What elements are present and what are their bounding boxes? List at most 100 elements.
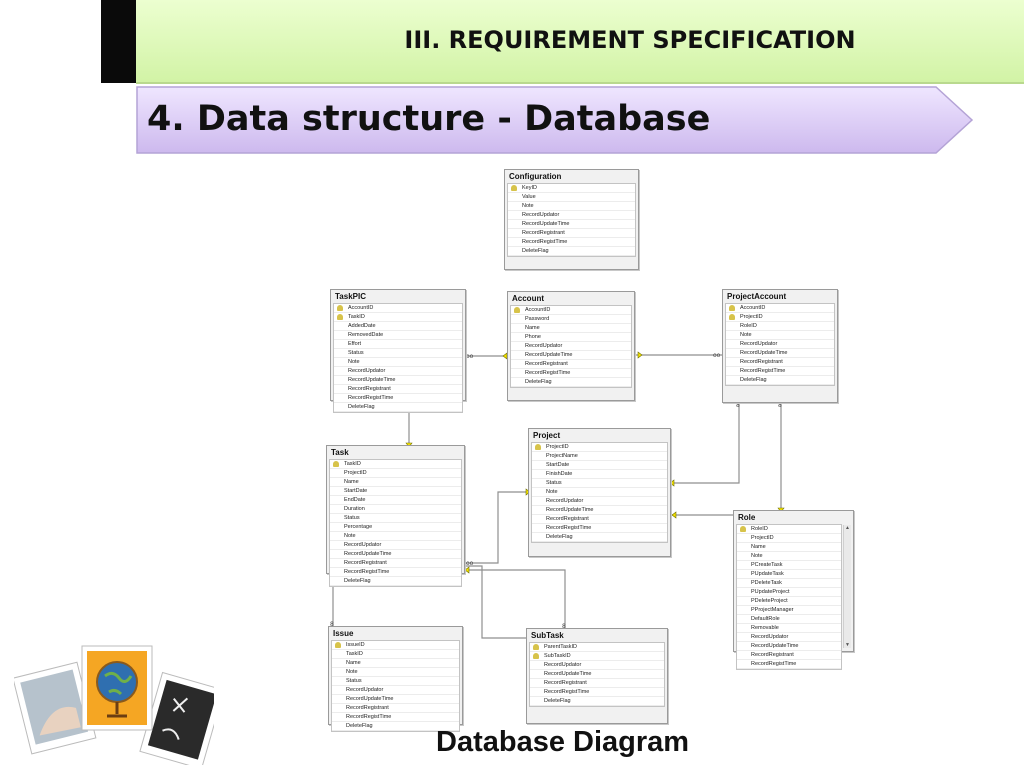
column-row[interactable]: DeleteFlag bbox=[532, 533, 667, 542]
column-row[interactable]: RecordRegistrant bbox=[726, 358, 834, 367]
column-row[interactable]: Note bbox=[532, 488, 667, 497]
column-row[interactable]: RecordUpdateTime bbox=[737, 642, 841, 651]
column-row[interactable]: RecordRegistrant bbox=[532, 515, 667, 524]
column-row[interactable]: RecordRegistTime bbox=[511, 369, 631, 378]
column-row[interactable]: IssueID bbox=[332, 641, 459, 650]
column-row[interactable]: Note bbox=[330, 532, 461, 541]
column-row[interactable]: TaskID bbox=[334, 313, 462, 322]
column-row[interactable]: RecordUpdator bbox=[726, 340, 834, 349]
column-row[interactable]: RecordUpdateTime bbox=[332, 695, 459, 704]
column-row[interactable]: ProjectID bbox=[532, 443, 667, 452]
column-row[interactable]: RecordUpdator bbox=[330, 541, 461, 550]
column-row[interactable]: RemovedDate bbox=[334, 331, 462, 340]
column-row[interactable]: StartDate bbox=[330, 487, 461, 496]
column-row[interactable]: Note bbox=[726, 331, 834, 340]
column-row[interactable]: Value bbox=[508, 193, 635, 202]
column-row[interactable]: ParentTaskID bbox=[530, 643, 664, 652]
column-row[interactable]: Status bbox=[532, 479, 667, 488]
column-row[interactable]: RecordRegistrant bbox=[334, 385, 462, 394]
column-row[interactable]: Note bbox=[334, 358, 462, 367]
column-row[interactable]: SubTaskID bbox=[530, 652, 664, 661]
column-row[interactable]: RoleID bbox=[726, 322, 834, 331]
column-row[interactable]: RecordRegistrant bbox=[332, 704, 459, 713]
column-row[interactable]: Name bbox=[737, 543, 841, 552]
column-row[interactable]: ProjectName bbox=[532, 452, 667, 461]
column-row[interactable]: TaskID bbox=[332, 650, 459, 659]
column-row[interactable]: KeyID bbox=[508, 184, 635, 193]
column-row[interactable]: RecordRegistTime bbox=[508, 238, 635, 247]
column-row[interactable]: RecordRegistrant bbox=[530, 679, 664, 688]
column-row[interactable]: RecordRegistTime bbox=[726, 367, 834, 376]
column-row[interactable]: RecordUpdateTime bbox=[508, 220, 635, 229]
column-row[interactable]: RecordUpdator bbox=[334, 367, 462, 376]
column-row[interactable]: RecordUpdator bbox=[511, 342, 631, 351]
column-row[interactable]: RecordUpdateTime bbox=[330, 550, 461, 559]
scroll-down-icon[interactable]: ▼ bbox=[845, 642, 850, 648]
column-row[interactable]: AccountID bbox=[334, 304, 462, 313]
column-row[interactable]: AccountID bbox=[511, 306, 631, 315]
role-scrollbar[interactable]: ▲ ▼ bbox=[843, 525, 851, 648]
column-row[interactable]: Note bbox=[332, 668, 459, 677]
column-row[interactable]: RecordUpdator bbox=[737, 633, 841, 642]
column-row[interactable]: EndDate bbox=[330, 496, 461, 505]
column-row[interactable]: RoleID bbox=[737, 525, 841, 534]
column-row[interactable]: Note bbox=[737, 552, 841, 561]
column-row[interactable]: ProjectID bbox=[330, 469, 461, 478]
column-row[interactable]: DeleteFlag bbox=[334, 403, 462, 412]
column-row[interactable]: RecordRegistrant bbox=[508, 229, 635, 238]
column-row[interactable]: DeleteFlag bbox=[511, 378, 631, 387]
column-row[interactable]: PUpdateProject bbox=[737, 588, 841, 597]
column-row[interactable]: RecordUpdateTime bbox=[511, 351, 631, 360]
column-row[interactable]: AccountID bbox=[726, 304, 834, 313]
column-row[interactable]: Percentage bbox=[330, 523, 461, 532]
column-row[interactable]: DeleteFlag bbox=[332, 722, 459, 731]
column-row[interactable]: Name bbox=[511, 324, 631, 333]
column-row[interactable]: Name bbox=[332, 659, 459, 668]
column-row[interactable]: DeleteFlag bbox=[330, 577, 461, 586]
column-row[interactable]: ProjectID bbox=[737, 534, 841, 543]
column-row[interactable]: RecordUpdateTime bbox=[726, 349, 834, 358]
column-row[interactable]: RecordUpdator bbox=[332, 686, 459, 695]
column-row[interactable]: Password bbox=[511, 315, 631, 324]
column-row[interactable]: PCreateTask bbox=[737, 561, 841, 570]
column-row[interactable]: PDeleteTask bbox=[737, 579, 841, 588]
column-row[interactable]: Effort bbox=[334, 340, 462, 349]
column-row[interactable]: RecordUpdator bbox=[508, 211, 635, 220]
column-row[interactable]: Name bbox=[330, 478, 461, 487]
column-row[interactable]: RecordUpdateTime bbox=[532, 506, 667, 515]
column-row[interactable]: RecordRegistTime bbox=[737, 660, 841, 669]
column-row[interactable]: DeleteFlag bbox=[530, 697, 664, 706]
column-row[interactable]: RecordRegistTime bbox=[330, 568, 461, 577]
column-row[interactable]: RecordRegistrant bbox=[330, 559, 461, 568]
column-row[interactable]: Status bbox=[334, 349, 462, 358]
column-row[interactable]: DeleteFlag bbox=[508, 247, 635, 256]
column-row[interactable]: StartDate bbox=[532, 461, 667, 470]
column-row[interactable]: Removable bbox=[737, 624, 841, 633]
column-row[interactable]: PDeleteProject bbox=[737, 597, 841, 606]
column-row[interactable]: AddedDate bbox=[334, 322, 462, 331]
column-row[interactable]: TaskID bbox=[330, 460, 461, 469]
column-row[interactable]: RecordUpdator bbox=[530, 661, 664, 670]
column-row[interactable]: RecordUpdator bbox=[532, 497, 667, 506]
column-row[interactable]: DefaultRole bbox=[737, 615, 841, 624]
column-row[interactable]: DeleteFlag bbox=[726, 376, 834, 385]
scroll-up-icon[interactable]: ▲ bbox=[845, 525, 850, 531]
column-row[interactable]: RecordRegistTime bbox=[332, 713, 459, 722]
column-row[interactable]: PUpdateTask bbox=[737, 570, 841, 579]
column-row[interactable]: Status bbox=[332, 677, 459, 686]
column-row[interactable]: ProjectID bbox=[726, 313, 834, 322]
column-row[interactable]: FinishDate bbox=[532, 470, 667, 479]
column-row[interactable]: RecordRegistrant bbox=[511, 360, 631, 369]
column-row[interactable]: RecordRegistTime bbox=[532, 524, 667, 533]
column-row[interactable]: RecordUpdateTime bbox=[530, 670, 664, 679]
column-row[interactable]: RecordRegistTime bbox=[530, 688, 664, 697]
